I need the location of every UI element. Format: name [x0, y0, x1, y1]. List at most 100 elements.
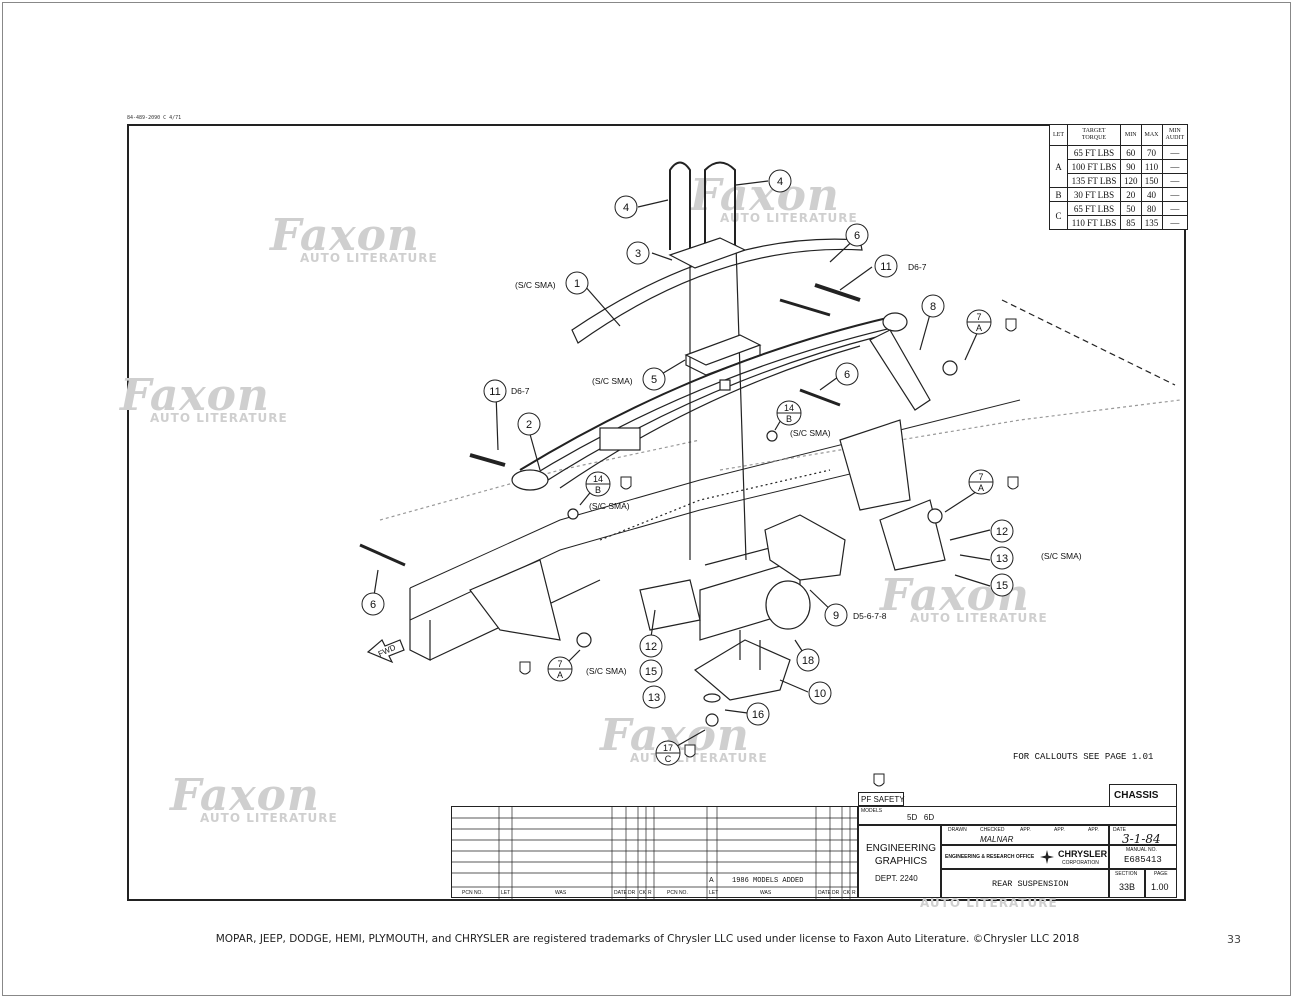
col-let: LET [709, 890, 719, 896]
col-date: DATE [614, 890, 627, 896]
col-target-torque: TARGET TORQUE [1067, 124, 1121, 146]
table-cell: 150 [1140, 173, 1163, 188]
callout-13: 13 [648, 692, 660, 704]
table-cell: 110 [1140, 159, 1163, 174]
col-let: LET [501, 890, 511, 896]
table-cell: — [1161, 159, 1189, 174]
fwd-arrow [366, 639, 405, 664]
chrysler-logo-icon [1040, 850, 1054, 864]
page-number: 33 [1227, 933, 1241, 946]
table-cell: 50 [1120, 201, 1142, 216]
table-cell: 65 FT LBS [1067, 201, 1121, 216]
callout-letter-a: A [978, 483, 984, 493]
manual-no-label: MANUAL NO. [1126, 847, 1157, 853]
col-ck: CK [639, 890, 646, 896]
callout-letter-a: A [976, 323, 982, 333]
callout-15: 15 [645, 666, 657, 678]
table-cell: C [1049, 201, 1068, 230]
callout-letter-a: A [557, 670, 563, 680]
callout-13: 13 [996, 553, 1008, 565]
callout-7: 7 [976, 312, 981, 322]
models-value: 5D 6D [907, 813, 935, 822]
table-cell: 80 [1140, 201, 1163, 216]
table-row: 110 FT LBS 85 135 — [1050, 215, 1189, 230]
sc-sma-label: (S/C SMA) [592, 376, 633, 386]
callout-6: 6 [854, 230, 860, 242]
callout-6: 6 [844, 369, 850, 381]
models-label: MODELS [861, 808, 883, 814]
col-date: DATE [818, 890, 831, 896]
torque-table: LET TARGET TORQUE MIN MAX MIN AUDIT A 65… [1049, 124, 1189, 230]
section-value: 33B [1119, 882, 1136, 892]
table-cell: 60 [1120, 145, 1142, 160]
callout-6: 6 [370, 599, 376, 611]
table-cell: — [1161, 187, 1189, 202]
office-label: ENGINEERING & RESEARCH OFFICE [945, 854, 1035, 860]
table-row: C 65 FT LBS 50 80 — [1049, 201, 1189, 230]
app-label: APP. [1020, 827, 1031, 833]
date-label: DATE [1113, 827, 1126, 833]
callout-letter-b: B [786, 414, 792, 424]
callout-11: 11 [489, 386, 500, 398]
page-value: 1.00 [1151, 882, 1169, 892]
col-min: MIN [1120, 124, 1142, 146]
revision-was: 1986 MODELS ADDED [732, 877, 804, 885]
callout-letter-c: C [665, 754, 672, 764]
sc-sma-label: (S/C SMA) [1041, 551, 1082, 561]
col-let: LET [1049, 124, 1068, 146]
table-cell: 85 [1120, 215, 1142, 230]
table-cell: 70 [1140, 145, 1163, 160]
pf-safety-label: PF SAFETY [861, 795, 905, 804]
col-pcn: PCN NO. [462, 890, 483, 896]
revision-letter: A [709, 877, 714, 884]
table-row: B 30 FT LBS 20 40 — [1049, 187, 1189, 202]
d67-label: D6-7 [908, 262, 927, 272]
callouts-note: FOR CALLOUTS SEE PAGE 1.01 [1013, 752, 1154, 762]
col-r: R [852, 890, 856, 896]
table-cell: 40 [1140, 187, 1163, 202]
callout-letter-b: B [595, 485, 601, 495]
col-dr: DR [832, 890, 840, 896]
table-cell: 100 FT LBS [1067, 159, 1121, 174]
engineering-graphics-box: ENGINEERING GRAPHICS DEPT. 2240 [858, 825, 941, 898]
shield-icon [519, 318, 1019, 787]
table-cell: — [1161, 145, 1189, 160]
callout-4: 4 [623, 202, 629, 214]
table-cell: A [1049, 145, 1068, 188]
table-cell: — [1161, 201, 1189, 216]
callout-7: 7 [978, 472, 983, 482]
title-box: REAR SUSPENSION [941, 869, 1109, 898]
manual-box: MANUAL NO. E685413 [1109, 845, 1177, 869]
pf-safety-box: PF SAFETY [858, 792, 905, 806]
drawing-frame [127, 124, 1186, 901]
callout-1: 1 [574, 278, 580, 290]
page-label: PAGE [1154, 871, 1168, 877]
manual-no-value: E685413 [1124, 855, 1162, 865]
dept-label: DEPT. 2240 [875, 874, 918, 883]
office-box: ENGINEERING & RESEARCH OFFICE CHRYSLER C… [941, 845, 1109, 869]
checked-by: MALNAR [980, 835, 1014, 844]
table-row: 135 FT LBS 120 150 — [1050, 173, 1189, 188]
table-cell: 90 [1120, 159, 1142, 174]
col-r: R [648, 890, 652, 896]
table-cell: — [1161, 173, 1189, 188]
callout-9: 9 [833, 610, 839, 622]
page-box: PAGE 1.00 [1145, 869, 1177, 898]
company-sub: CORPORATION [1062, 860, 1099, 866]
date-value: 3-1-84 [1122, 832, 1161, 846]
revision-grid-lines [452, 807, 859, 899]
table-row: A 65 FT LBS 60 70 — [1049, 145, 1189, 188]
col-was: WAS [555, 890, 567, 896]
table-cell: 110 FT LBS [1067, 215, 1121, 230]
signoff-box: DRAWN CHECKED MALNAR APP. APP. APP. [941, 825, 1109, 845]
col-max: MAX [1140, 124, 1163, 146]
sc-sma-label: (S/C SMA) [515, 280, 556, 290]
callout-12: 12 [996, 526, 1008, 538]
table-cell: 65 FT LBS [1067, 145, 1121, 160]
checked-label: CHECKED [980, 827, 1005, 833]
